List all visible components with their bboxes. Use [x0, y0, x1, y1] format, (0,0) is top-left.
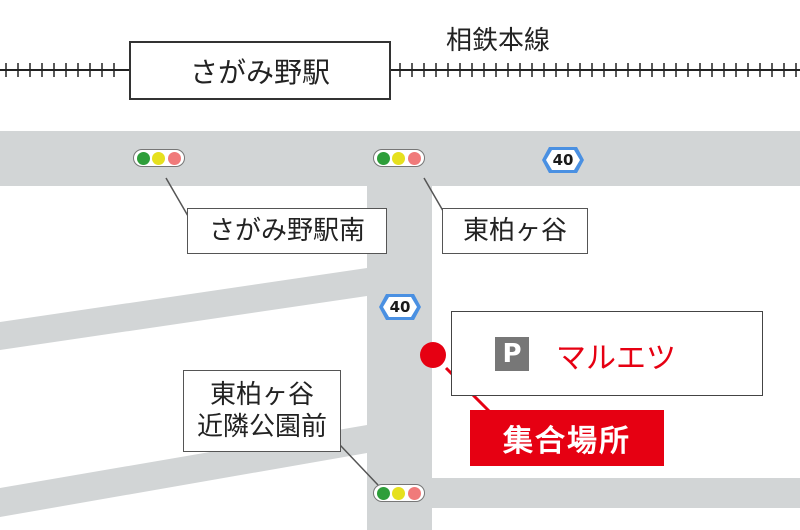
signal-green-icon [137, 151, 151, 165]
signal-yellow-icon [152, 151, 166, 165]
road-route-40-vertical [367, 131, 432, 530]
intersection-label-line1: 東柏ヶ谷 [209, 379, 314, 410]
route-sign-icon: 40 [378, 293, 422, 321]
store-name: マルエツ [556, 341, 676, 376]
railway-line [0, 63, 800, 77]
traffic-light-icon [133, 149, 185, 167]
route-number: 40 [389, 298, 411, 316]
signal-yellow-icon [392, 151, 406, 165]
road-bottom-right [367, 478, 800, 508]
signal-red-icon [167, 151, 181, 165]
intersection-label-sagamino-minami: さがみ野駅南 [187, 208, 387, 254]
station-name: さがみ野駅 [129, 41, 391, 100]
route-sign-icon: 40 [541, 146, 585, 174]
route-number: 40 [552, 151, 574, 169]
parking-icon: P [495, 337, 529, 371]
railway-name: 相鉄本線 [446, 26, 551, 56]
signal-green-icon [377, 486, 391, 500]
signal-yellow-icon [392, 486, 406, 500]
signal-red-icon [407, 486, 421, 500]
signal-green-icon [377, 151, 391, 165]
intersection-label-higashi-kashiwagaya: 東柏ヶ谷 [442, 208, 588, 254]
meeting-point-label: 集合場所 [470, 410, 664, 466]
intersection-label-line2: 近隣公園前 [196, 412, 327, 442]
signal-red-icon [407, 151, 421, 165]
meeting-point-marker-icon [420, 342, 446, 368]
traffic-light-icon [373, 484, 425, 502]
intersection-label-higashi-kashiwagaya-park: 東柏ヶ谷 近隣公園前 [183, 370, 341, 452]
traffic-light-icon [373, 149, 425, 167]
